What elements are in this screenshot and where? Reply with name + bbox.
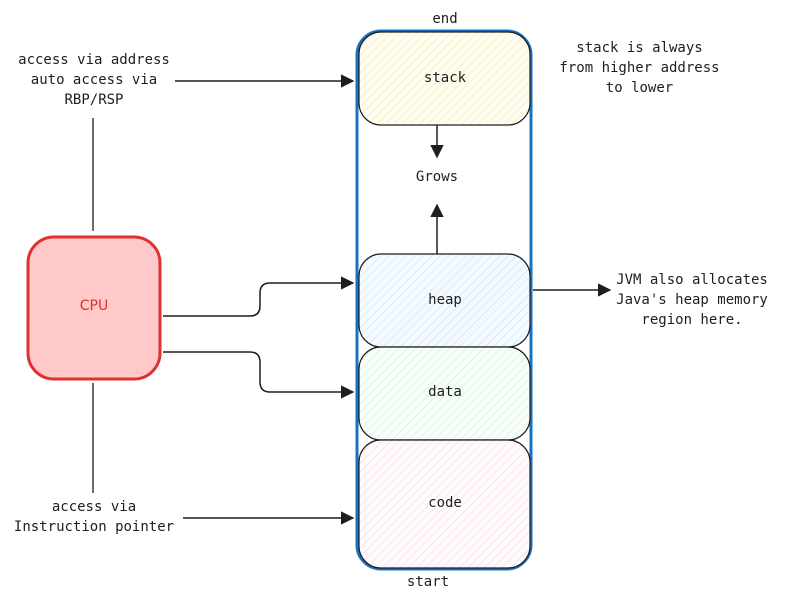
jvm-heap-note: JVM also allocates Java's heap memory re… — [616, 272, 768, 328]
cpu-to-heap-arrow — [163, 276, 355, 317]
stack-segment — [358, 31, 531, 126]
memory-region-border — [355, 29, 533, 571]
code-segment — [358, 439, 531, 569]
cpu-label: CPU — [79, 298, 109, 314]
instruction-access-note: access via Instruction pointer — [13, 499, 175, 535]
data-label: data — [428, 384, 462, 400]
address-access-note: access via address auto access via RBP/R… — [18, 52, 170, 108]
cpu-box — [26, 235, 162, 381]
grows-label: Grows — [415, 169, 459, 185]
heap-label: heap — [428, 292, 462, 308]
stack-label: stack — [423, 70, 467, 86]
memory-end-label: end — [432, 11, 458, 27]
code-label: code — [428, 495, 462, 511]
cpu-to-data-arrow — [163, 351, 355, 399]
memory-start-label: start — [406, 574, 450, 590]
stack-direction-note: stack is always from higher address to l… — [559, 40, 720, 96]
